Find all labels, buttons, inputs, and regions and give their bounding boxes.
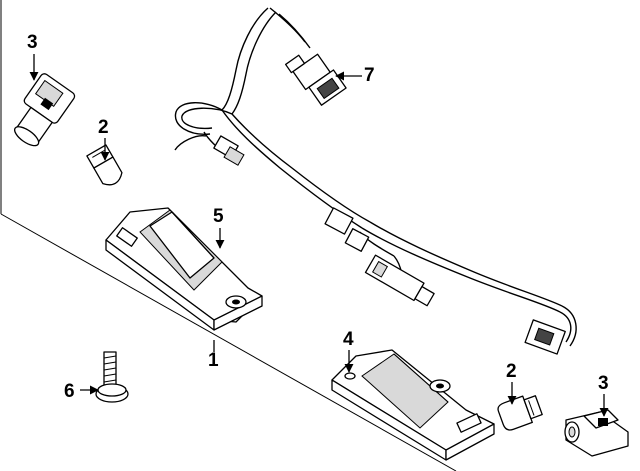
callout-5: 5 — [213, 206, 224, 227]
callout-4: 4 — [343, 329, 354, 350]
callout-7: 7 — [364, 65, 375, 86]
callout-2-upper-left: 2 — [98, 117, 109, 138]
bulb-socket-upper-part — [14, 73, 76, 147]
license-lamp-lower-part — [331, 349, 495, 461]
bulb-lower-part — [497, 395, 543, 431]
callout-6: 6 — [64, 381, 75, 402]
callout-3-lower-right: 3 — [598, 373, 609, 394]
callout-3-upper-left: 3 — [27, 32, 38, 53]
frame-lines — [0, 0, 457, 471]
callout-2-lower-right: 2 — [506, 361, 517, 382]
screw-part — [95, 351, 129, 403]
callout-1: 1 — [208, 350, 219, 371]
bulb-upper-part — [86, 144, 123, 186]
bulb-socket-lower-part — [564, 409, 629, 457]
license-lamp-upper-part — [105, 207, 263, 331]
leader-lines — [29, 54, 609, 417]
